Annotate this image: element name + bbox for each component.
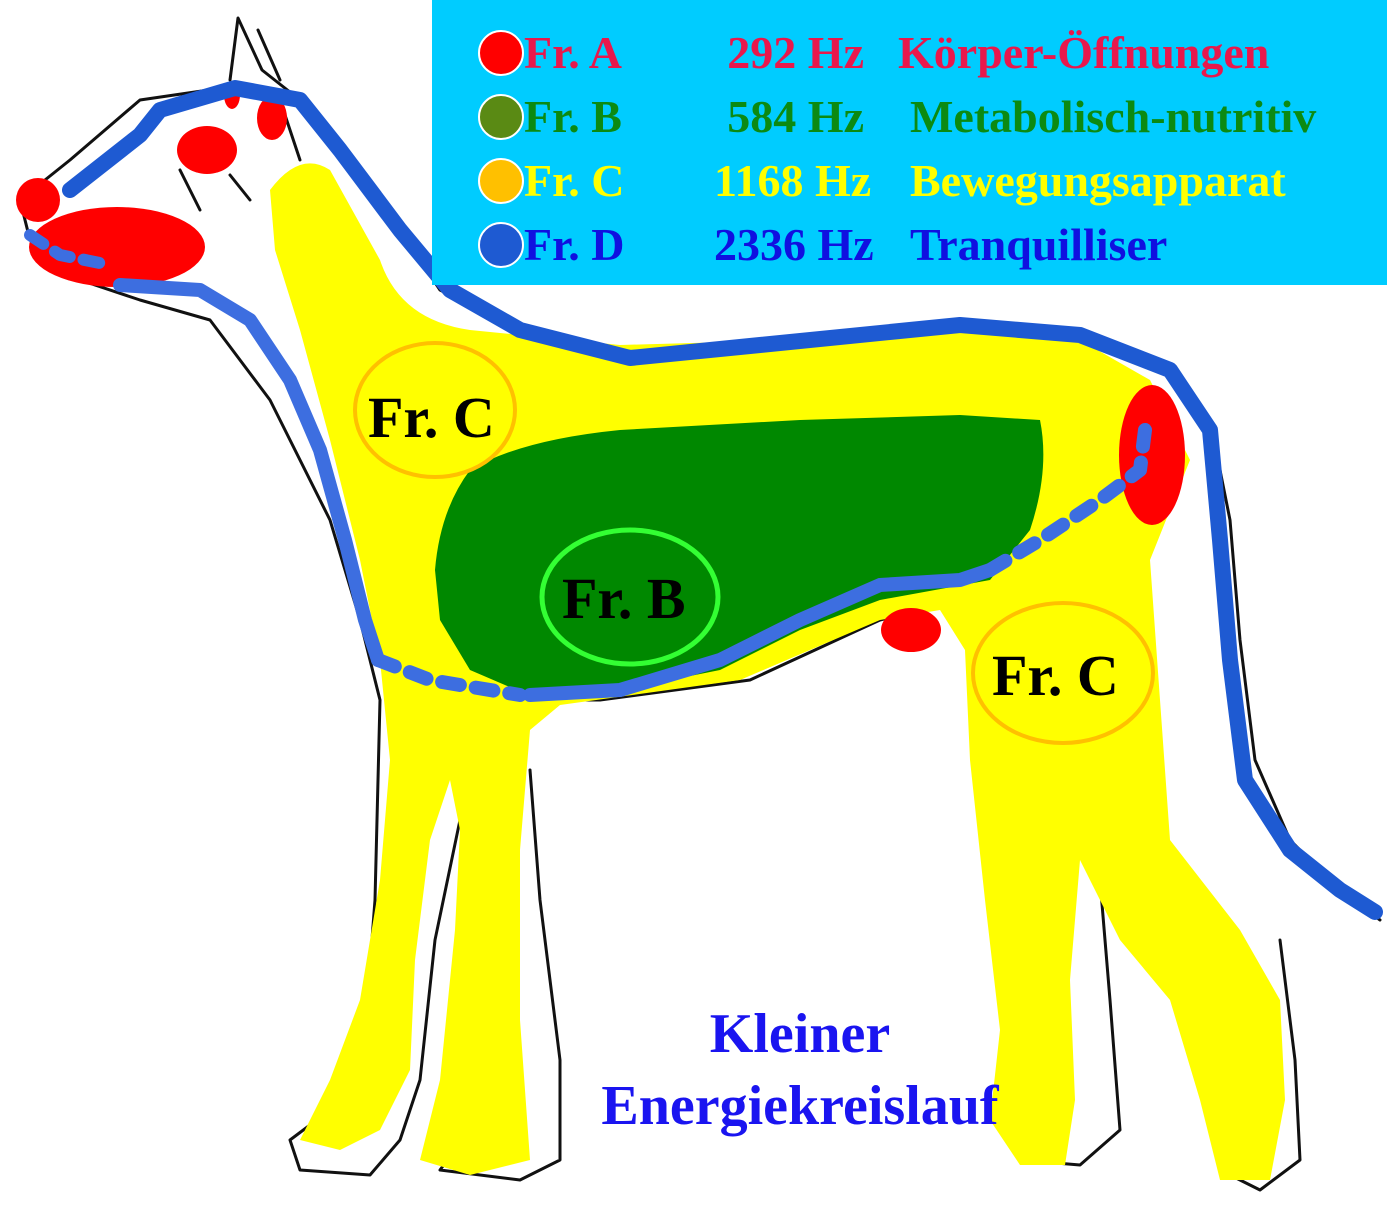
legend-panel: Fr. A 292 Hz Körper-Öffnungen Fr. B 584 …: [432, 0, 1387, 285]
legend-freq-c: 1168 Hz: [714, 150, 864, 212]
anus-point: [1119, 385, 1185, 525]
legend-desc-d: Tranquilliser: [910, 214, 1167, 276]
nose-point: [16, 178, 60, 222]
legend-freq-b: 584 Hz: [714, 86, 864, 148]
eye-point: [177, 126, 237, 174]
caption-line-2: Energiekreislauf: [540, 1074, 1060, 1138]
legend-code-c: Fr. C: [524, 150, 625, 212]
legend-row-b: Fr. B 584 Hz Metabolisch-nutritiv: [432, 86, 1387, 148]
legend-code-b: Fr. B: [524, 86, 622, 148]
legend-dot-d: [478, 222, 524, 268]
legend-freq-a: 292 Hz: [714, 22, 864, 84]
legend-desc-a: Körper-Öffnungen: [898, 22, 1269, 84]
legend-row-c: Fr. C 1168 Hz Bewegungsapparat: [432, 150, 1387, 212]
legend-code-a: Fr. A: [524, 22, 622, 84]
legend-dot-a: [478, 30, 524, 76]
legend-code-d: Fr. D: [524, 214, 625, 276]
legend-dot-b: [478, 94, 524, 140]
legend-freq-d: 2336 Hz: [714, 214, 864, 276]
caption-line-1: Kleiner: [540, 1002, 1060, 1066]
hip-zone-label: Fr. C: [992, 642, 1119, 709]
legend-row-a: Fr. A 292 Hz Körper-Öffnungen: [432, 22, 1387, 84]
legend-row-d: Fr. D 2336 Hz Tranquilliser: [432, 214, 1387, 276]
legend-desc-c: Bewegungsapparat: [910, 150, 1286, 212]
shoulder-zone-label: Fr. C: [368, 384, 495, 451]
legend-dot-c: [478, 158, 524, 204]
genital-point: [881, 608, 941, 652]
abdomen-zone-label: Fr. B: [562, 565, 686, 632]
legend-desc-b: Metabolisch-nutritiv: [910, 86, 1316, 148]
